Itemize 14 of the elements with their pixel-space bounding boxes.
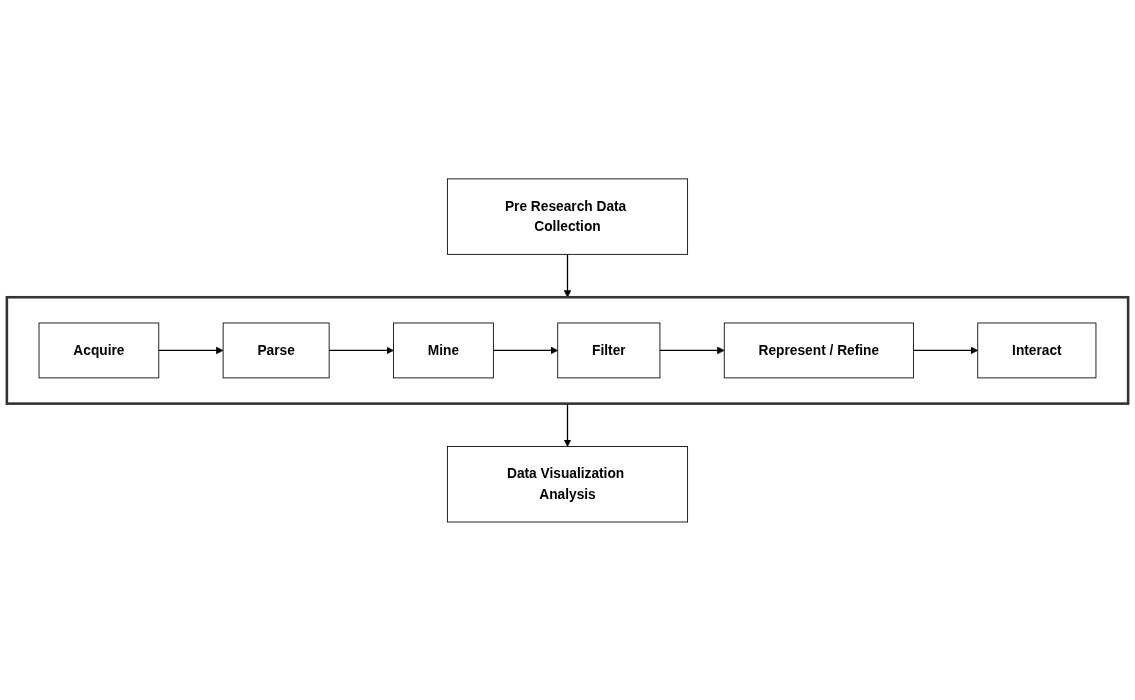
arrow — [328, 346, 394, 354]
node-box: Data Visualization Analysis — [446, 445, 689, 522]
cluster — [5, 295, 1130, 405]
node-box: Parse — [222, 322, 330, 378]
node-box: Pre Research Data Collection — [446, 178, 689, 255]
arrow — [659, 346, 725, 354]
node-box: Acquire — [38, 322, 160, 378]
arrow — [492, 346, 559, 354]
node-box: Interact — [977, 322, 1097, 378]
node-box: Mine — [393, 322, 494, 378]
arrow — [912, 346, 979, 354]
node-box: Filter — [557, 322, 661, 378]
node-box: Represent / Refine — [723, 322, 914, 378]
arrow — [158, 346, 224, 354]
